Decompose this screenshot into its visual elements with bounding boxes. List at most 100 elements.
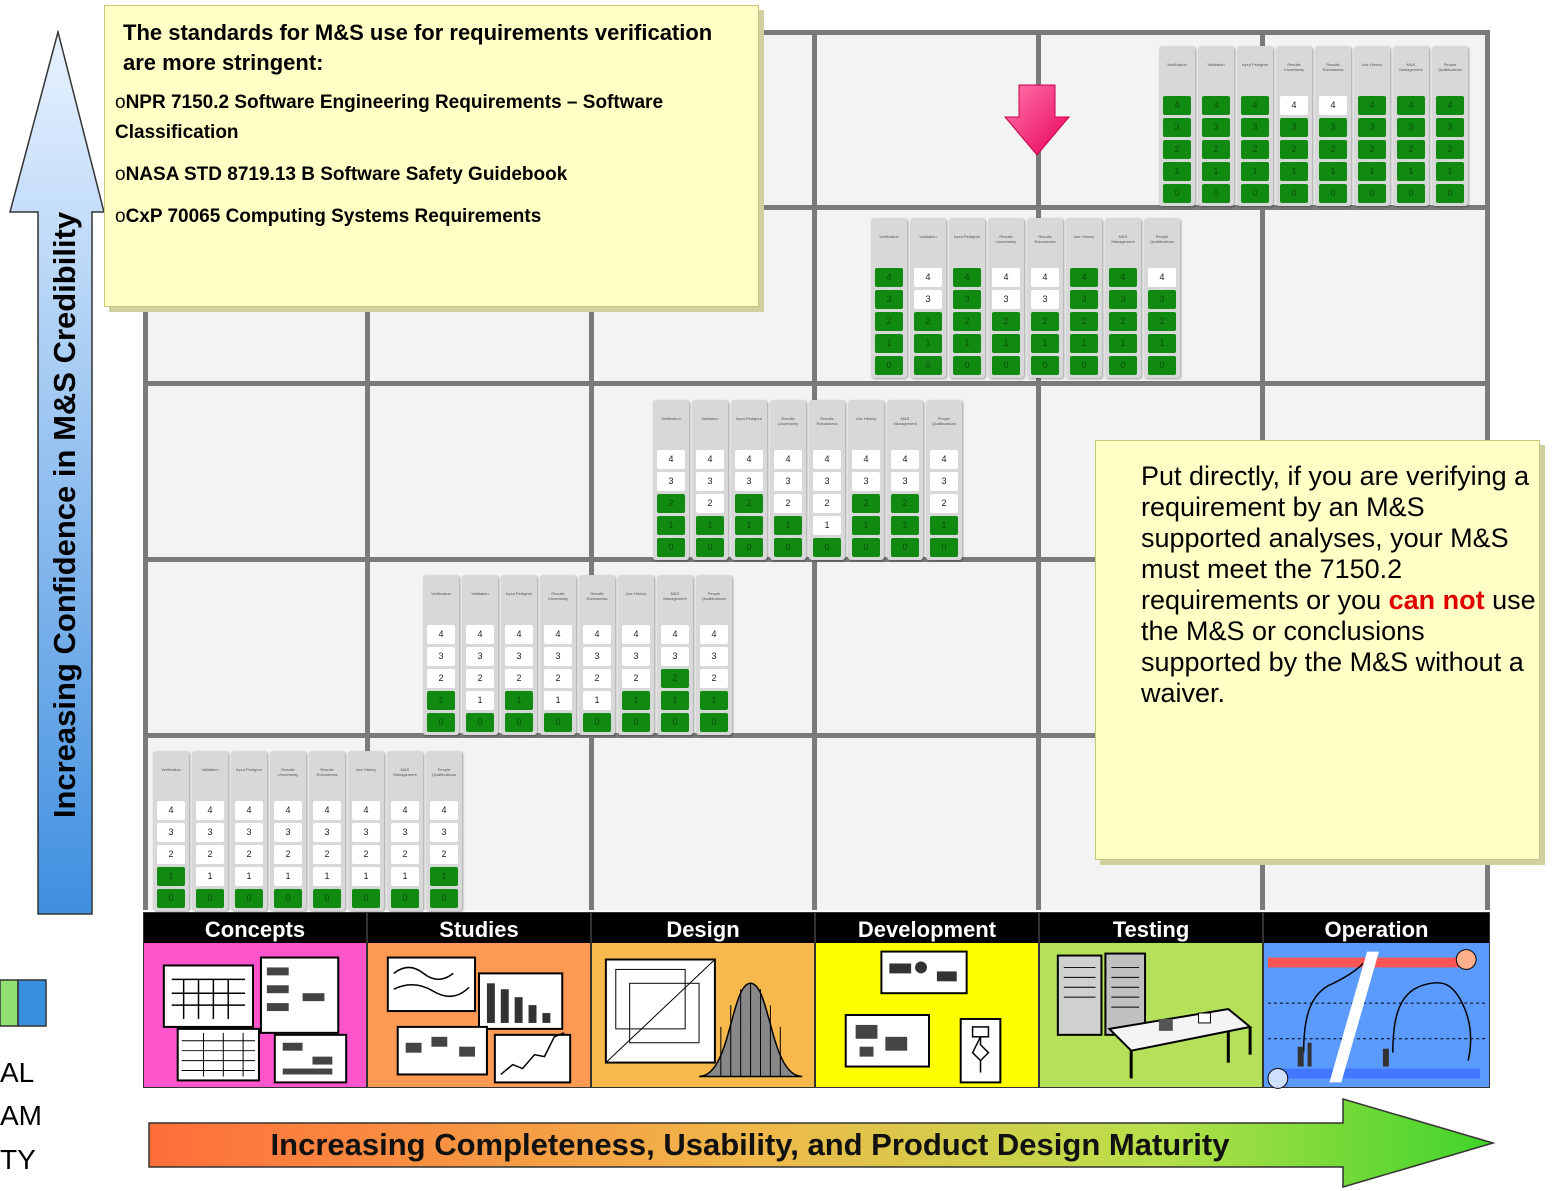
- scale-level-cell: 4: [852, 450, 880, 469]
- scale-level-cell: 3: [466, 647, 494, 666]
- scale-level-cell: 0: [696, 538, 724, 557]
- scale-level-cell: 2: [813, 494, 841, 513]
- scale-level-cell: 4: [196, 801, 224, 820]
- scale-level-cell: 4: [1436, 96, 1464, 115]
- scale-level-cell: 0: [852, 538, 880, 557]
- scale-level-cell: 3: [1241, 118, 1269, 137]
- scale-level-cell: 2: [1148, 312, 1176, 331]
- scale-level-cell: 2: [735, 494, 763, 513]
- phase-label: Design: [592, 913, 814, 943]
- scale-level-cell: 2: [1436, 140, 1464, 159]
- scale-column-header: Validation: [919, 234, 937, 239]
- phase-operation: Operation: [1263, 912, 1490, 1089]
- x-axis-label: Increasing Completeness, Usability, and …: [270, 1127, 1230, 1162]
- scale-level-cell: 1: [735, 516, 763, 535]
- scale-level-cell: 1: [622, 691, 650, 710]
- scale-level-cell: 1: [1070, 334, 1098, 353]
- standards-title: The standards for M&S use for requiremen…: [123, 20, 713, 75]
- scale-level-cell: 1: [391, 867, 419, 886]
- scale-level-cell: 4: [1163, 96, 1191, 115]
- scale-level-cell: 2: [696, 494, 724, 513]
- design-illustration: [604, 958, 803, 1078]
- scale-level-cell: 3: [891, 472, 919, 491]
- scale-level-cell: 3: [1397, 118, 1425, 137]
- scale-level-cell: 0: [1436, 184, 1464, 203]
- scale-column-header: Validation: [1207, 62, 1225, 67]
- scale-level-cell: 1: [583, 691, 611, 710]
- scale-level-cell: 0: [157, 889, 185, 908]
- scale-level-cell: 2: [930, 494, 958, 513]
- scale-level-cell: 4: [1241, 96, 1269, 115]
- scale-level-cell: 0: [466, 713, 494, 732]
- scale-level-cell: 0: [583, 713, 611, 732]
- scale-level-cell: 2: [774, 494, 802, 513]
- scale-level-cell: 0: [274, 889, 302, 908]
- scale-column-header: Use History: [855, 416, 877, 421]
- grid-line: [1036, 30, 1041, 910]
- bullet-icon: o: [115, 164, 126, 185]
- phase-label: Development: [816, 913, 1038, 943]
- scale-level-cell: 0: [1163, 184, 1191, 203]
- scale-level-cell: 0: [953, 356, 981, 375]
- scale-column-header: M&S Management: [663, 591, 687, 601]
- phase-concepts: Concepts: [143, 912, 367, 1088]
- scale-level-cell: 3: [352, 823, 380, 842]
- scale-level-cell: 0: [891, 538, 919, 557]
- phase-design: Design: [591, 912, 815, 1088]
- scale-level-cell: 1: [930, 516, 958, 535]
- scale-column-header: Validation: [201, 767, 219, 772]
- scale-level-cell: 3: [1163, 118, 1191, 137]
- scale-level-cell: 2: [466, 669, 494, 688]
- scale-column-header: People Qualifications: [1149, 234, 1174, 244]
- scale-level-cell: 4: [953, 268, 981, 287]
- scale-level-cell: 0: [1109, 356, 1137, 375]
- scale-level-cell: 2: [661, 669, 689, 688]
- scale-level-cell: 2: [622, 669, 650, 688]
- scale-level-cell: 2: [1109, 312, 1137, 331]
- scale-level-cell: 4: [313, 801, 341, 820]
- scale-column-header: Verification: [879, 234, 899, 239]
- scale-level-cell: 0: [930, 538, 958, 557]
- scale-level-cell: 0: [1202, 184, 1230, 203]
- scale-level-cell: 2: [992, 312, 1020, 331]
- scale-level-cell: 4: [735, 450, 763, 469]
- scale-level-cell: 2: [313, 845, 341, 864]
- scale-level-cell: 2: [274, 845, 302, 864]
- scale-level-cell: 3: [622, 647, 650, 666]
- scale-level-cell: 4: [466, 625, 494, 644]
- scale-level-cell: 0: [700, 713, 728, 732]
- scale-level-cell: 2: [1241, 140, 1269, 159]
- scale-column-header: M&S Management: [893, 416, 917, 426]
- scale-column-header: Results Robustness: [816, 416, 838, 426]
- scale-level-cell: 2: [235, 845, 263, 864]
- scale-level-cell: 3: [661, 647, 689, 666]
- scale-level-cell: 2: [1031, 312, 1059, 331]
- scale-level-cell: 0: [391, 889, 419, 908]
- note-text-before: Put directly, if you are verifying a req…: [1141, 461, 1530, 615]
- scale-level-cell: 3: [274, 823, 302, 842]
- scale-level-cell: 0: [427, 713, 455, 732]
- scale-level-cell: 0: [661, 713, 689, 732]
- scale-level-cell: 3: [700, 647, 728, 666]
- scale-level-cell: 4: [1109, 268, 1137, 287]
- scale-level-cell: 1: [1319, 162, 1347, 181]
- scale-level-cell: 0: [875, 356, 903, 375]
- scale-level-cell: 3: [391, 823, 419, 842]
- scale-level-cell: 3: [430, 823, 458, 842]
- scale-level-cell: 0: [544, 713, 572, 732]
- scale-level-cell: 3: [1436, 118, 1464, 137]
